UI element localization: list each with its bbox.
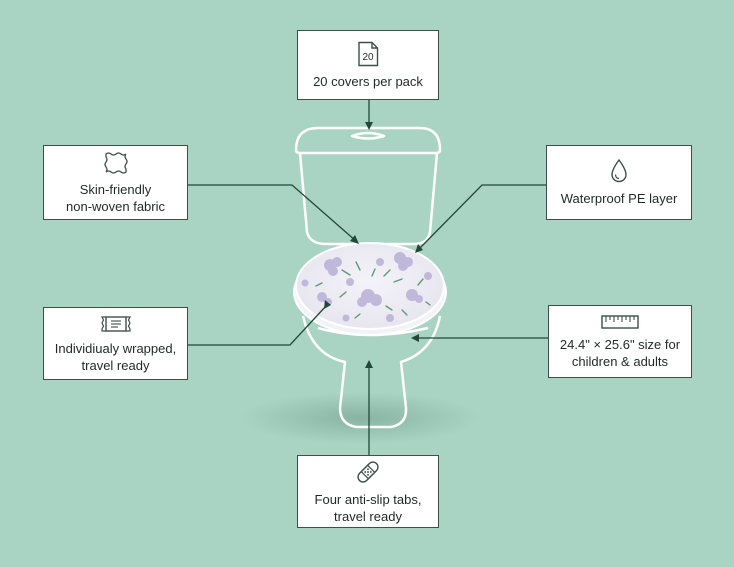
callout-anti-slip-tabs: Four anti-slip tabs, travel ready bbox=[297, 455, 439, 528]
callout-wrapped: Individiualy wrapped, travel ready bbox=[43, 307, 188, 380]
leader-arrowheads bbox=[324, 122, 423, 368]
wrapped-packet-icon bbox=[100, 315, 131, 332]
callout-pack-count: 20 20 covers per pack bbox=[297, 30, 439, 100]
flush-button bbox=[350, 131, 386, 140]
toilet-tank bbox=[294, 126, 442, 246]
wrapped-label: Individiualy wrapped, travel ready bbox=[54, 340, 177, 373]
fabric-icon bbox=[103, 151, 128, 174]
document-icon-number: 20 bbox=[362, 52, 374, 63]
bandage-icon bbox=[357, 460, 379, 483]
seat-cover bbox=[295, 242, 445, 330]
leader-water bbox=[417, 184, 546, 251]
seat-cover-floral-print bbox=[301, 252, 432, 322]
fabric-label: Skin-friendly non-woven fabric bbox=[66, 181, 165, 214]
callout-fabric: Skin-friendly non-woven fabric bbox=[43, 145, 188, 220]
anti-slip-tabs-label: Four anti-slip tabs, travel ready bbox=[314, 491, 422, 524]
leader-fabric bbox=[188, 184, 357, 242]
pack-count-label: 20 covers per pack bbox=[313, 73, 423, 89]
callout-size: 24.4" × 25.6" size for children & adults bbox=[548, 305, 692, 378]
callout-waterproof: Waterproof PE layer bbox=[546, 145, 692, 220]
ruler-icon bbox=[601, 314, 639, 329]
floor-shadow bbox=[240, 392, 480, 444]
size-label: 24.4" × 25.6" size for children & adults bbox=[559, 336, 681, 369]
leader-lines bbox=[188, 100, 548, 455]
water-drop-icon bbox=[611, 158, 627, 183]
document-20-icon: 20 bbox=[358, 41, 379, 66]
leader-wrap bbox=[188, 305, 327, 346]
waterproof-label: Waterproof PE layer bbox=[560, 191, 678, 206]
